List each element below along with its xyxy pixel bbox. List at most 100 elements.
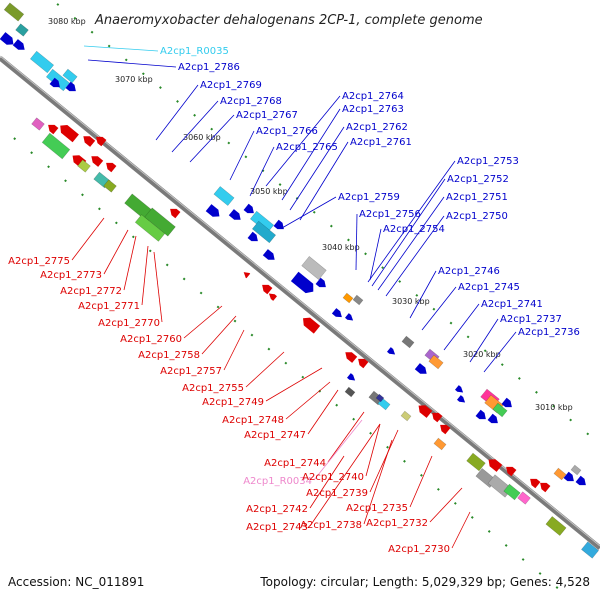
label-leader <box>371 178 446 287</box>
gene-label[interactable]: A2cp1_2742 <box>246 504 308 515</box>
gene-label[interactable]: A2cp1_2748 <box>222 415 284 426</box>
gene-feature <box>170 208 181 219</box>
gene-feature <box>387 347 396 355</box>
gene-label[interactable]: A2cp1_2772 <box>60 286 122 297</box>
gene-feature <box>428 354 444 370</box>
ruler-label: 3070 kbp <box>115 75 153 84</box>
accession-text: Accession: NC_011891 <box>8 575 144 589</box>
gene-label[interactable]: A2cp1_2732 <box>366 518 428 529</box>
gene-label[interactable]: A2cp1_2747 <box>244 430 306 441</box>
gene-feature <box>457 395 466 403</box>
gene-label[interactable]: A2cp1_2768 <box>220 96 282 107</box>
label-leader <box>369 429 399 493</box>
gene-label[interactable]: A2cp1_2775 <box>8 256 70 267</box>
gene-feature <box>29 50 55 74</box>
gene-label[interactable]: A2cp1_R0035 <box>160 46 229 57</box>
gene-feature <box>331 308 342 318</box>
label-leader <box>369 228 382 281</box>
gene-label[interactable]: A2cp1_2751 <box>446 192 508 203</box>
label-leader <box>229 130 255 181</box>
label-leader <box>299 141 349 221</box>
gene-label[interactable]: A2cp1_2749 <box>202 397 264 408</box>
gene-feature <box>49 77 60 88</box>
gene-label[interactable]: A2cp1_2769 <box>200 80 262 91</box>
gene-labels: A2cp1_R0035A2cp1_2786A2cp1_2769A2cp1_276… <box>8 46 580 555</box>
ruler-label: 3020 kbp <box>463 350 501 359</box>
gene-feature <box>213 186 235 206</box>
gene-feature <box>563 471 574 482</box>
gene-label[interactable]: A2cp1_2773 <box>40 270 102 281</box>
label-leader <box>83 45 159 52</box>
gene-feature <box>12 39 25 50</box>
gene-label[interactable]: A2cp1_2762 <box>346 122 408 133</box>
label-leader <box>355 213 358 271</box>
gene-label[interactable]: A2cp1_2754 <box>383 224 445 235</box>
gene-label[interactable]: A2cp1_2767 <box>236 110 298 121</box>
gene-label[interactable]: A2cp1_2770 <box>98 318 160 329</box>
gene-label[interactable]: A2cp1_2739 <box>306 488 368 499</box>
gene-label[interactable]: A2cp1_2750 <box>446 211 508 222</box>
gene-label[interactable]: A2cp1_R0034 <box>243 476 312 487</box>
gene-label[interactable]: A2cp1_2764 <box>342 91 404 102</box>
gene-feature <box>501 397 512 408</box>
gene-label[interactable]: A2cp1_2730 <box>388 544 450 555</box>
ruler-label: 3050 kbp <box>250 187 288 196</box>
gene-label[interactable]: A2cp1_2752 <box>447 174 509 185</box>
gene-label[interactable]: A2cp1_2765 <box>276 142 338 153</box>
label-leader <box>87 59 177 68</box>
gene-feature <box>41 132 71 160</box>
label-leader <box>443 303 480 351</box>
gene-feature <box>503 483 521 501</box>
gene-label[interactable]: A2cp1_2744 <box>264 458 326 469</box>
gene-feature <box>205 204 220 217</box>
label-leader <box>483 331 517 373</box>
gene-feature <box>134 214 166 242</box>
gene-label[interactable]: A2cp1_2753 <box>457 156 519 167</box>
label-leader <box>451 511 471 549</box>
gene-feature <box>3 2 25 22</box>
gene-label[interactable]: A2cp1_2761 <box>350 137 412 148</box>
genome-summary-text: Topology: circular; Length: 5,029,329 bp… <box>259 575 590 589</box>
label-leader <box>153 251 163 323</box>
label-leader <box>309 423 381 527</box>
gene-label[interactable]: A2cp1_2756 <box>359 209 421 220</box>
gene-feature <box>553 467 567 481</box>
gene-feature <box>344 386 356 398</box>
gene-label[interactable]: A2cp1_2771 <box>78 301 140 312</box>
gene-label[interactable]: A2cp1_2735 <box>346 503 408 514</box>
label-leader <box>285 381 331 420</box>
gene-label[interactable]: A2cp1_2760 <box>120 334 182 345</box>
gene-label[interactable]: A2cp1_2786 <box>178 62 240 73</box>
gene-feature <box>418 405 433 418</box>
gene-feature <box>433 437 447 451</box>
gene-label[interactable]: A2cp1_2759 <box>338 192 400 203</box>
label-leaders <box>71 45 517 549</box>
gene-label[interactable]: A2cp1_2763 <box>342 104 404 115</box>
gene-label[interactable]: A2cp1_2743 <box>246 522 308 533</box>
gene-label[interactable]: A2cp1_2736 <box>518 327 580 338</box>
gene-label[interactable]: A2cp1_2737 <box>500 314 562 325</box>
gene-feature <box>466 452 486 472</box>
gene-label[interactable]: A2cp1_2738 <box>300 520 362 531</box>
gene-label[interactable]: A2cp1_2766 <box>256 126 318 137</box>
gene-label[interactable]: A2cp1_2758 <box>138 350 200 361</box>
gene-label[interactable]: A2cp1_2757 <box>160 366 222 377</box>
ruler-label: 3080 kbp <box>48 17 86 26</box>
gene-label[interactable]: A2cp1_2746 <box>438 266 500 277</box>
label-leader <box>103 229 129 275</box>
gene-feature <box>247 231 258 242</box>
gene-feature <box>400 410 412 422</box>
label-leader <box>363 439 393 525</box>
gene-label[interactable]: A2cp1_2740 <box>302 472 364 483</box>
label-leader <box>309 455 345 509</box>
gene-label[interactable]: A2cp1_2755 <box>182 383 244 394</box>
label-leader <box>265 95 341 187</box>
gene-label[interactable]: A2cp1_2745 <box>458 282 520 293</box>
gene-feature <box>251 220 277 244</box>
gene-feature <box>347 373 356 381</box>
gene-label[interactable]: A2cp1_2741 <box>481 299 543 310</box>
label-leader <box>223 329 245 371</box>
label-leader <box>155 84 199 141</box>
label-leader <box>201 315 237 355</box>
